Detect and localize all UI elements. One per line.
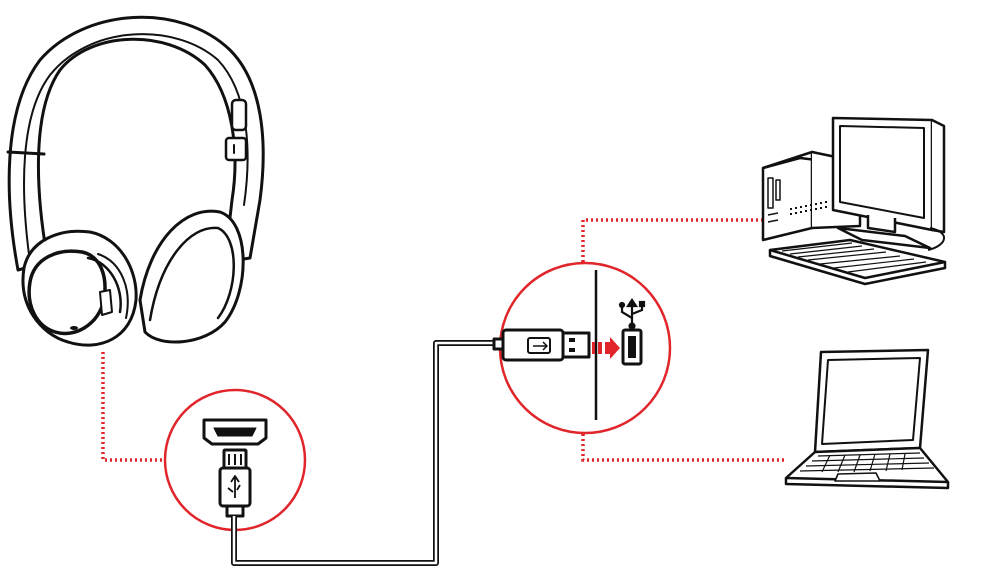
- keyboard-keys: [781, 242, 927, 273]
- micro-usb-callout: [163, 388, 307, 532]
- laptop-keys: [799, 452, 935, 473]
- usb-a-plug-icon: [492, 328, 591, 362]
- link-headphones-to-micro-usb: [101, 352, 165, 462]
- usb-a-callout: [492, 261, 672, 435]
- usb-cable: [231, 340, 495, 566]
- usb-symbol-icon: [618, 298, 646, 330]
- link-usb-a-to-desktop: [581, 218, 768, 262]
- laptop-icon: [784, 348, 950, 490]
- micro-usb-plug-icon: [218, 448, 252, 518]
- tower-vents: [790, 201, 827, 215]
- usb-a-port-icon: [621, 328, 643, 366]
- link-usb-a-to-laptop: [581, 434, 784, 462]
- desktop-computer-icon: [761, 116, 947, 286]
- micro-usb-port-icon: [202, 418, 268, 446]
- insert-arrow-icon: [592, 337, 620, 359]
- headphones-icon: [6, 15, 265, 347]
